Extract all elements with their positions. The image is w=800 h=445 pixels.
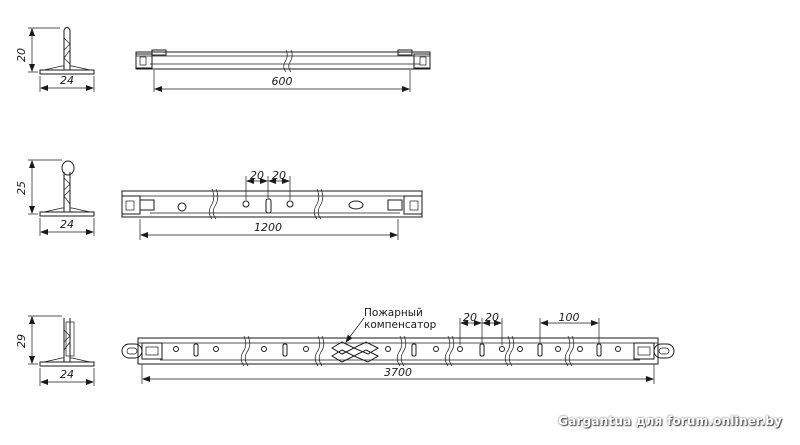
width-dimension-600: 24 [60, 74, 74, 87]
hole-pitch-3700: 100 [559, 311, 580, 324]
hole-spacing-1-3700: 20 [463, 311, 477, 324]
cross-section-1200 [28, 159, 95, 236]
height-dimension-600: 20 [15, 48, 28, 62]
watermark: Gargantua для forum.onliner.by [558, 414, 782, 428]
profile-side-view-1200 [121, 176, 423, 240]
length-dimension-3700: 3700 [384, 366, 412, 379]
width-dimension-3700: 24 [60, 368, 74, 381]
cross-section-3700 [28, 315, 95, 386]
hole-spacing-2-3700: 20 [485, 311, 499, 324]
length-dimension-1200: 1200 [254, 221, 282, 234]
profile-side-view-3700 [121, 317, 675, 384]
fire-compensator-label-line2: компенсатор [364, 319, 437, 331]
length-dimension-600: 600 [272, 75, 293, 88]
hole-spacing-2-1200: 20 [272, 169, 286, 182]
hole-spacing-1-1200: 20 [250, 169, 264, 182]
height-dimension-3700: 29 [15, 334, 28, 348]
cross-section-600 [28, 27, 95, 92]
profile-side-view-600 [135, 49, 431, 92]
width-dimension-1200: 24 [60, 218, 74, 231]
height-dimension-1200: 25 [15, 181, 28, 195]
fire-compensator-label-line1: Пожарный [364, 307, 423, 319]
